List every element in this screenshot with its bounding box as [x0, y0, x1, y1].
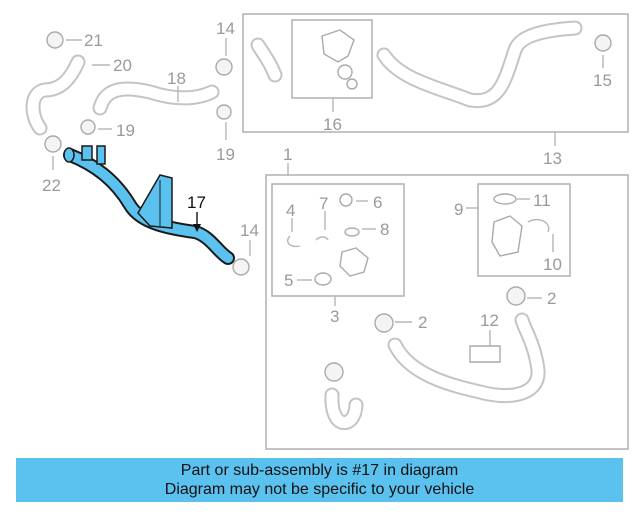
connector-16	[321, 29, 355, 63]
callout-2-upper: 2	[547, 289, 556, 308]
subassembly-box-9	[477, 183, 571, 277]
callout-7: 7	[319, 194, 328, 213]
callout-5: 5	[284, 271, 293, 290]
callout-17: 17	[187, 193, 206, 212]
highlighted-part-17	[63, 145, 235, 265]
callout-15: 15	[593, 71, 612, 90]
callout-19-left: 19	[116, 121, 135, 140]
callout-22: 22	[42, 176, 61, 195]
callout-16: 16	[323, 115, 342, 134]
assembly-box-13	[242, 13, 629, 133]
bracket-12	[469, 345, 501, 363]
callout-1: 1	[283, 145, 292, 164]
callout-11: 11	[533, 191, 551, 210]
banner-line-2: Diagram may not be specific to your vehi…	[164, 481, 475, 498]
clamp-22	[44, 135, 62, 153]
callout-2-lower: 2	[418, 313, 427, 332]
info-banner: Part or sub-assembly is #17 in diagram D…	[16, 458, 623, 502]
callout-18: 18	[167, 69, 186, 88]
callout-4: 4	[286, 201, 295, 220]
leader-lines	[52, 38, 604, 346]
clamp-21	[46, 31, 64, 49]
callout-10: 10	[543, 255, 562, 274]
callout-21: 21	[84, 31, 103, 50]
clamp-14-mid	[232, 258, 250, 276]
callout-20: 20	[113, 56, 132, 75]
callout-14-top: 14	[216, 19, 235, 38]
assembly-box-1	[265, 174, 629, 450]
hose-upper-long	[376, 20, 583, 109]
clamp-15	[594, 34, 612, 52]
callout-19-right: 19	[216, 145, 235, 164]
callout-6: 6	[373, 193, 382, 212]
callout-3: 3	[330, 307, 339, 326]
clamp-19-right	[216, 104, 232, 120]
callout-9: 9	[454, 200, 463, 219]
callout-13: 13	[543, 149, 562, 168]
subassembly-box-3	[271, 183, 405, 297]
clamp-19-left	[80, 119, 96, 135]
callout-12: 12	[480, 311, 499, 330]
clamp-14-top	[215, 58, 233, 76]
callout-14-mid: 14	[240, 221, 259, 240]
clamp-2-lower	[374, 313, 394, 333]
subassembly-box-16	[291, 19, 373, 99]
banner-line-1: Part or sub-assembly is #17 in diagram	[180, 462, 459, 479]
parts-diagram: 21 20 18 19 22 14 19 15 16 13 1 14 17 4 …	[25, 13, 629, 450]
callout-8: 8	[380, 220, 389, 239]
clamp-2-upper	[506, 286, 526, 306]
